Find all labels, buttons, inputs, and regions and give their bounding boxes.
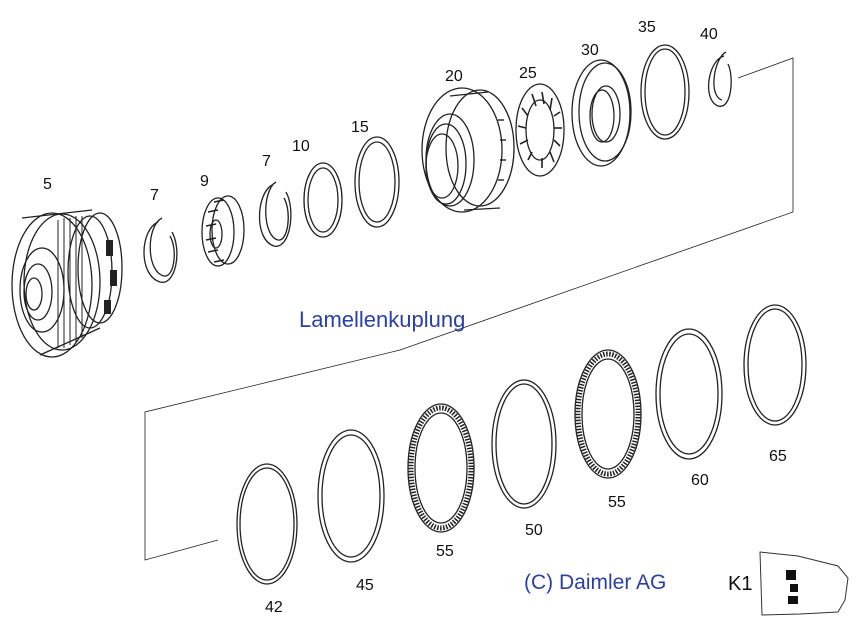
- k1-label: K1: [728, 573, 752, 595]
- label-part-10: 10: [292, 138, 310, 155]
- label-part-55-right: 55: [608, 494, 626, 511]
- label-part-50: 50: [525, 522, 543, 539]
- label-part-5: 5: [43, 176, 52, 193]
- part-9-bearing: [201, 195, 245, 267]
- label-part-25: 25: [519, 65, 537, 82]
- frame-lines: [144, 57, 794, 561]
- label-part-55-left: 55: [436, 543, 454, 560]
- part-5-clutch-drum: [11, 209, 123, 358]
- part-7-snap-ring-right: [258, 181, 292, 247]
- part-7-snap-ring-left: [143, 217, 178, 283]
- label-part-42: 42: [265, 599, 283, 616]
- label-part-30: 30: [581, 42, 599, 59]
- part-15-ring: [354, 136, 400, 228]
- part-50-plate: [491, 379, 557, 509]
- label-part-20: 20: [445, 68, 463, 85]
- label-part-7-right: 7: [262, 153, 271, 170]
- label-part-35: 35: [638, 19, 656, 36]
- label-part-45: 45: [356, 577, 374, 594]
- label-part-65: 65: [769, 448, 787, 465]
- part-10-ring: [303, 162, 343, 238]
- part-45-plate: [317, 429, 385, 563]
- part-25-spring-plate: [515, 83, 565, 177]
- label-part-15: 15: [351, 119, 369, 136]
- part-40-snap-ring: [708, 51, 732, 107]
- label-part-9: 9: [200, 173, 209, 190]
- part-65-ring: [743, 304, 807, 426]
- part-30-disc: [571, 59, 632, 167]
- label-part-40: 40: [700, 26, 718, 43]
- part-55-friction-disc-left: [407, 403, 475, 533]
- label-part-7-left: 7: [150, 187, 159, 204]
- part-55-friction-disc-right: [574, 349, 642, 479]
- part-60-plate: [655, 328, 723, 460]
- part-42-ring: [236, 463, 298, 585]
- transmission-thumbnail-icon: [759, 551, 849, 616]
- diagram-title: Lamellenkuplung: [299, 307, 465, 332]
- copyright-text: (C) Daimler AG: [524, 571, 666, 594]
- part-35-ring: [640, 44, 690, 140]
- label-part-60: 60: [691, 472, 709, 489]
- part-20-piston: [421, 87, 515, 213]
